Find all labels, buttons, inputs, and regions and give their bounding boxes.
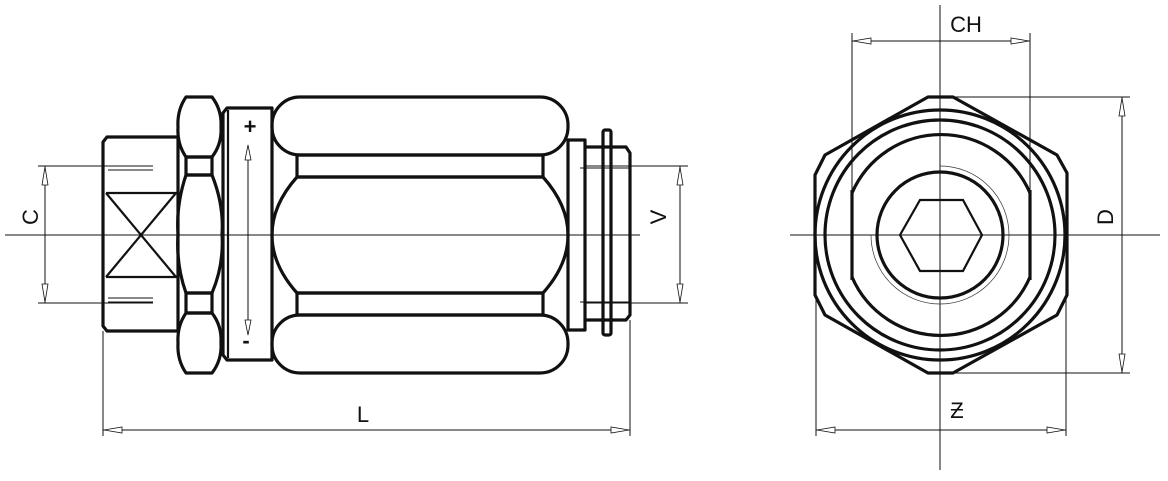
- minus-mark: -: [242, 328, 249, 353]
- adjustment-sleeve: + -: [221, 106, 274, 362]
- dimension-ch-label: CH: [950, 12, 982, 37]
- second-circle: [823, 118, 1057, 352]
- dimension-c-label: C: [18, 209, 43, 225]
- dimension-l-label: L: [357, 402, 369, 427]
- dimension-z-label: Ƶ: [950, 398, 963, 423]
- side-view: + - C: [5, 95, 688, 436]
- arrow-down-icon: [244, 319, 252, 336]
- dimension-l: L: [102, 320, 631, 436]
- outer-circle: [813, 108, 1067, 362]
- plus-mark: +: [244, 114, 257, 139]
- dimension-v: V: [585, 165, 688, 304]
- inner-circle: [875, 170, 1005, 300]
- wrench-flats-circle: [850, 132, 1032, 338]
- dimension-z: Ƶ: [815, 295, 1067, 436]
- dimension-d: D: [953, 96, 1130, 374]
- main-body: [270, 95, 570, 375]
- arrow-up-icon: [244, 144, 252, 161]
- threaded-end: [566, 128, 632, 337]
- dimension-ch: CH: [851, 12, 1031, 190]
- end-view: CH D Ƶ: [790, 5, 1160, 470]
- dimension-v-label: V: [646, 209, 671, 224]
- hex-socket-icon: [898, 198, 984, 273]
- thread-arc: [870, 165, 1010, 305]
- dimension-d-label: D: [1093, 209, 1118, 225]
- dimension-c: C: [18, 165, 153, 304]
